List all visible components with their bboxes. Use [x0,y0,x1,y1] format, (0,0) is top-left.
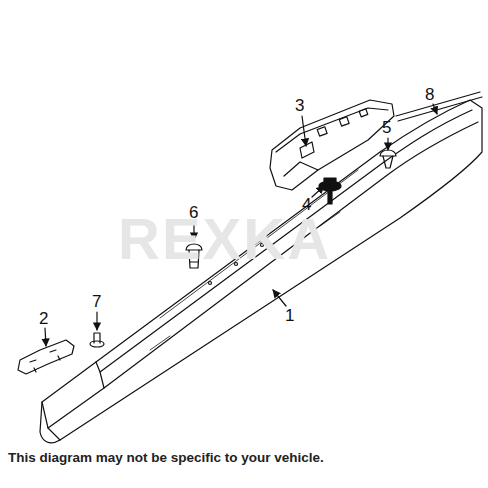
callout-number: 4 [302,196,311,213]
callout-number: 2 [39,310,48,327]
callout-number: 1 [285,307,294,324]
callout-number: 5 [382,119,391,136]
caption: This diagram may not be specific to your… [8,450,324,465]
callout-number: 7 [92,293,101,310]
callout-number: 3 [295,97,304,114]
callout-number: 6 [189,204,198,221]
watermark: REXKA [118,210,331,268]
callout-number: 8 [425,86,434,103]
